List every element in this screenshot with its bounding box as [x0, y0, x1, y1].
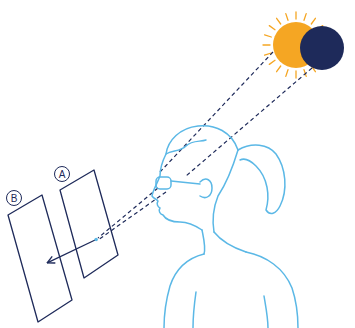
- light-spot: [94, 238, 98, 242]
- card-panel: A: [54, 164, 122, 282]
- callout-letter: A: [54, 166, 70, 182]
- sight-lines: [98, 52, 312, 240]
- panel-outline: [4, 188, 76, 324]
- woman: [152, 126, 298, 328]
- callout-letter: B: [6, 190, 22, 206]
- moon: [300, 26, 344, 70]
- card-panel: B: [4, 188, 76, 324]
